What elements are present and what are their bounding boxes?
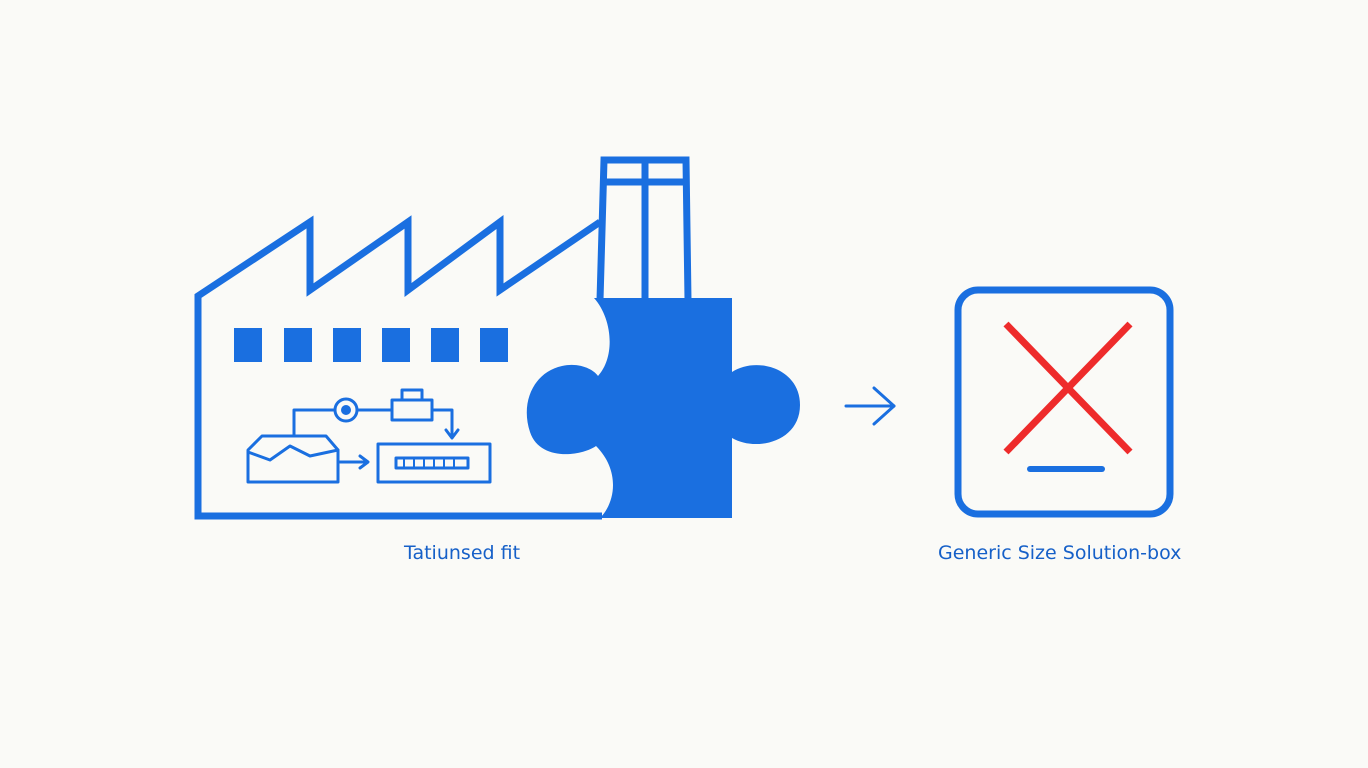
solution-box-outline bbox=[954, 286, 1174, 518]
factory-windows bbox=[234, 328, 508, 362]
pipe-up bbox=[292, 408, 336, 438]
window-1 bbox=[234, 328, 262, 362]
arrow-down-icon bbox=[444, 428, 460, 440]
puzzle-piece-icon bbox=[526, 298, 800, 518]
close-box-icon bbox=[954, 286, 1174, 518]
window-6 bbox=[480, 328, 508, 362]
chimney-outline bbox=[596, 156, 692, 301]
pipe-down bbox=[430, 408, 454, 438]
window-3 bbox=[333, 328, 361, 362]
caption-tatiunsed-fit: Tatiunsed fit bbox=[404, 542, 521, 564]
window-2 bbox=[284, 328, 312, 362]
machine-top bbox=[400, 388, 424, 402]
arrow-right-small-icon bbox=[358, 454, 370, 470]
arrow-head bbox=[872, 386, 896, 426]
close-icon-stroke-2 bbox=[1003, 321, 1133, 455]
process-flow-icon bbox=[246, 388, 492, 484]
factory-icon bbox=[194, 215, 602, 520]
valve-core bbox=[341, 405, 351, 415]
caption-generic-size-solution-box: Generic Size Solution-box bbox=[938, 542, 1182, 564]
conveyor-rollers bbox=[403, 457, 455, 469]
output-box-icon bbox=[376, 442, 492, 484]
material-bin-lid bbox=[246, 444, 340, 462]
machine-icon bbox=[390, 398, 434, 422]
conveyor-belt bbox=[394, 456, 470, 470]
arrow-right-icon bbox=[844, 386, 896, 426]
window-5 bbox=[431, 328, 459, 362]
factory-outline bbox=[194, 215, 602, 520]
chimney-icon bbox=[596, 156, 692, 301]
window-4 bbox=[382, 328, 410, 362]
material-bin-icon bbox=[246, 434, 340, 484]
